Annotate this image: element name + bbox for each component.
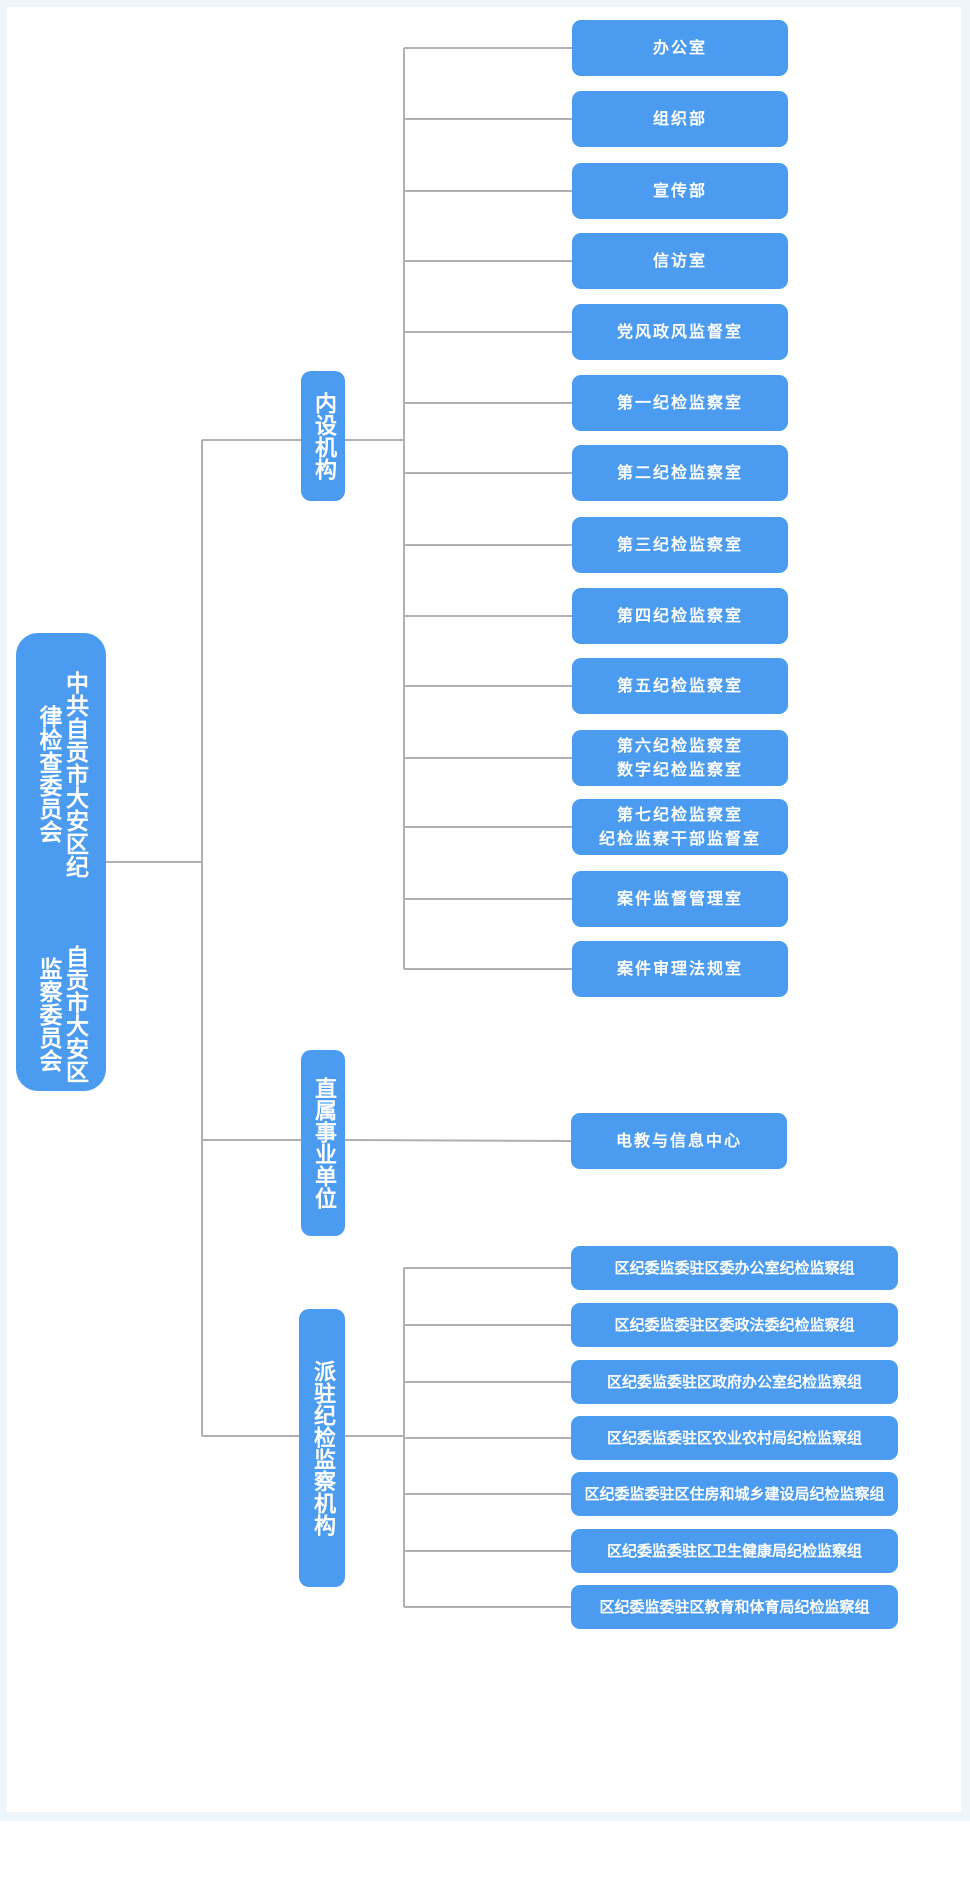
leaf-label: 宣传部: [652, 181, 707, 200]
leaf-node: 组织部: [572, 91, 788, 147]
leaf-node: 第六纪检监察室数字纪检监察室: [572, 730, 788, 786]
leaf-node: 第七纪检监察室纪检监察干部监督室: [572, 799, 788, 855]
leaf-node: 区纪委监委驻区委政法委纪检监察组: [571, 1303, 898, 1347]
leaf-label: 区纪委监委驻区农业农村局纪检监察组: [606, 1429, 862, 1447]
leaf-node: 区纪委监委驻区农业农村局纪检监察组: [571, 1416, 898, 1460]
leaf-label: 案件监督管理室: [616, 889, 743, 908]
leaf-label: 第二纪检监察室: [616, 463, 743, 482]
leaf-label: 第三纪检监察室: [616, 535, 743, 554]
leaf-label: 区纪委监委驻区住房和城乡建设局纪检监察组: [584, 1485, 885, 1503]
leaf-node: 宣传部: [572, 163, 788, 219]
leaf-label: 电教与信息中心: [615, 1131, 742, 1150]
connector-leaf-1-0: [344, 1139, 572, 1142]
leaf-label: 案件审理法规室: [616, 959, 743, 978]
leaf-node: 区纪委监委驻区卫生健康局纪检监察组: [571, 1529, 898, 1573]
leaf-label: 区纪委监委驻区卫生健康局纪检监察组: [606, 1542, 862, 1560]
leaf-label: 区纪委监委驻区教育和体育局纪检监察组: [599, 1598, 870, 1616]
root-node: 中共自贡市大安区纪律检查委员会 自贡市大安区监察委员会: [16, 633, 106, 1091]
leaf-node: 区纪委监委驻区住房和城乡建设局纪检监察组: [571, 1472, 898, 1516]
leaf-node: 案件监督管理室: [572, 871, 788, 927]
leaf-label: 区纪委监委驻区委政法委纪检监察组: [614, 1316, 855, 1334]
leaf-node: 党风政风监督室: [572, 304, 788, 360]
leaf-node: 电教与信息中心: [571, 1113, 787, 1169]
leaf-label: 组织部: [652, 109, 707, 128]
leaf-node: 第二纪检监察室: [572, 445, 788, 501]
leaf-node: 第四纪检监察室: [572, 588, 788, 644]
leaf-label: 第六纪检监察室: [616, 736, 743, 755]
category-dispatched: 派驻纪检监察机构: [299, 1309, 345, 1587]
leaf-label: 党风政风监督室: [616, 322, 743, 341]
leaf-label: 第七纪检监察室: [616, 805, 743, 824]
leaf-node: 区纪委监委驻区委办公室纪检监察组: [571, 1246, 898, 1290]
leaf-node: 区纪委监委驻区教育和体育局纪检监察组: [571, 1585, 898, 1629]
category-internal: 内设机构: [301, 371, 345, 501]
leaf-node: 第一纪检监察室: [572, 375, 788, 431]
leaf-label: 数字纪检监察室: [616, 760, 743, 779]
category-affiliated: 直属事业单位: [301, 1050, 345, 1236]
root-title-line1: 中共自贡市大安区纪律检查委员会: [35, 670, 88, 878]
leaf-node: 区纪委监委驻区政府办公室纪检监察组: [571, 1360, 898, 1404]
leaf-node: 信访室: [572, 233, 788, 289]
leaf-label: 第四纪检监察室: [616, 606, 743, 625]
leaf-node: 第五纪检监察室: [572, 658, 788, 714]
leaf-node: 办公室: [572, 20, 788, 76]
leaf-label: 第五纪检监察室: [616, 676, 743, 695]
leaf-node: 第三纪检监察室: [572, 517, 788, 573]
leaf-label: 区纪委监委驻区委办公室纪检监察组: [614, 1259, 855, 1277]
leaf-label: 办公室: [652, 38, 707, 57]
leaf-label: 第一纪检监察室: [616, 393, 743, 412]
leaf-label: 信访室: [652, 251, 707, 270]
leaf-node: 案件审理法规室: [572, 941, 788, 997]
leaf-label: 区纪委监委驻区政府办公室纪检监察组: [606, 1373, 862, 1391]
leaf-label: 纪检监察干部监督室: [598, 829, 761, 848]
root-title-line2: 自贡市大安区监察委员会: [35, 945, 88, 1083]
